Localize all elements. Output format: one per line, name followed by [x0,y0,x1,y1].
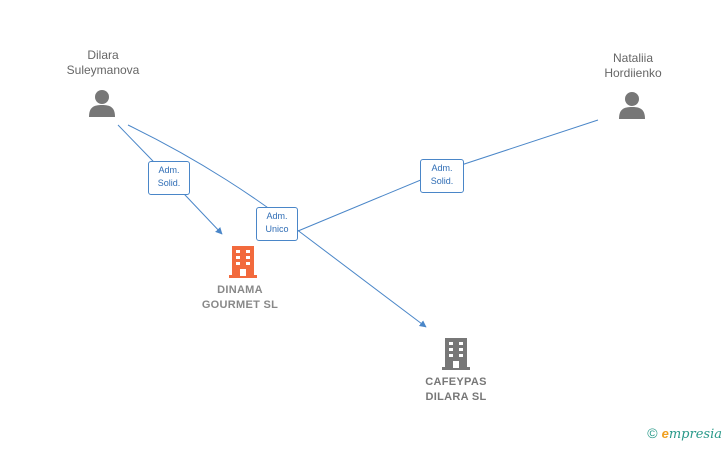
company-name-dinama[interactable]: DINAMA GOURMET SL [201,284,279,311]
edge-label-dilara-dinama[interactable]: Adm. Solid. [148,161,190,195]
edge-dilara-dinama [117,124,223,235]
copyright-icon: © [647,425,658,441]
person-name-dilara[interactable]: Dilara Suleymanova [66,48,140,77]
person-name-nataliia[interactable]: Nataliia Hordiienko [604,51,662,80]
brand-initial: e [661,426,669,441]
brand-name: mpresia [668,427,722,442]
person-icon[interactable] [618,90,646,120]
edge-label-nataliia-cafeypas[interactable]: Adm. Solid. [420,159,464,193]
building-icon[interactable] [442,336,470,370]
person-icon[interactable] [88,88,116,118]
company-name-cafeypas[interactable]: CAFEYPAS DILARA SL [425,376,487,403]
edge-label-dilara-cafeypas[interactable]: Adm. Unico [256,207,298,241]
footer-brand[interactable]: ©empresia [647,425,722,442]
building-icon[interactable] [229,244,257,278]
